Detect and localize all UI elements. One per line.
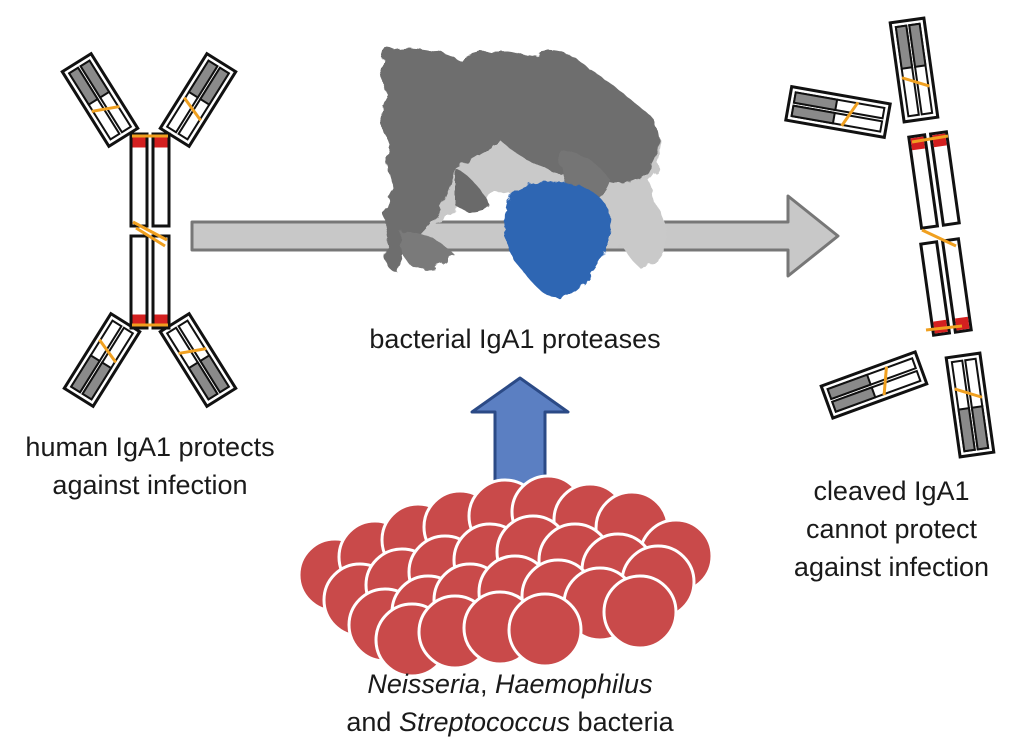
fragment-fab-bottom-right [944, 351, 996, 459]
fab-arm-lower-left [62, 311, 142, 409]
bacterium-cell [507, 592, 583, 668]
disulfide-bond [135, 226, 166, 248]
fab-arm-upper-right [158, 51, 238, 149]
protease-label-text: bacterial IgA1 proteases [369, 324, 661, 354]
bacterium-cell [602, 574, 678, 650]
genus-haemophilus: Haemophilus [494, 669, 653, 699]
fab-arm-upper-left [60, 51, 140, 149]
disulfide-bond [132, 220, 168, 242]
fab-arm-lower-right [158, 311, 238, 409]
bacteria-suffix: bacteria [570, 707, 674, 737]
fragment-fab-top-left [784, 84, 892, 140]
fragment-fab-bottom-left [819, 350, 929, 420]
disulfide-bond [925, 324, 963, 332]
genus-streptococcus: Streptococcus [398, 707, 571, 737]
bacteria-label: Neisseria, Haemophilus and Streptococcus… [280, 665, 740, 741]
human-iga1-label: human IgA1 protects against infection [0, 428, 300, 504]
fragment-stem-upper [907, 130, 961, 230]
cleaved-iga1-label: cleaved IgA1 cannot protect against infe… [760, 472, 1023, 586]
cleaved-label-line-3: against infection [793, 552, 990, 582]
upward-arrow [470, 376, 570, 490]
fragment-stem-lower [919, 237, 973, 337]
heavy-chain-stem-upper [129, 132, 171, 228]
cleaved-iga1-fragments [784, 16, 996, 459]
bacteria-and: and [346, 707, 399, 737]
heavy-chain-stem-lower [129, 234, 171, 330]
fragment-fab-top-right [888, 16, 940, 124]
protease-label: bacterial IgA1 proteases [300, 320, 730, 358]
bacteria-separator: , [479, 669, 495, 699]
human-label-line-1: human IgA1 protects [25, 432, 275, 462]
intact-iga1-antibody [60, 51, 238, 409]
bacteria-label-line-1: Neisseria, Haemophilus [280, 665, 740, 703]
cleaved-label-line-1: cleaved IgA1 [813, 476, 970, 506]
bacteria-cluster [297, 474, 714, 678]
protease-structure [380, 46, 667, 299]
disulfide-bond [921, 228, 957, 248]
human-label-line-2: against infection [52, 470, 248, 500]
cleaved-label-line-2: cannot protect [805, 514, 978, 544]
genus-neisseria: Neisseria [367, 669, 480, 699]
bacteria-label-line-2: and Streptococcus bacteria [280, 703, 740, 741]
disulfide-bond [911, 134, 949, 144]
